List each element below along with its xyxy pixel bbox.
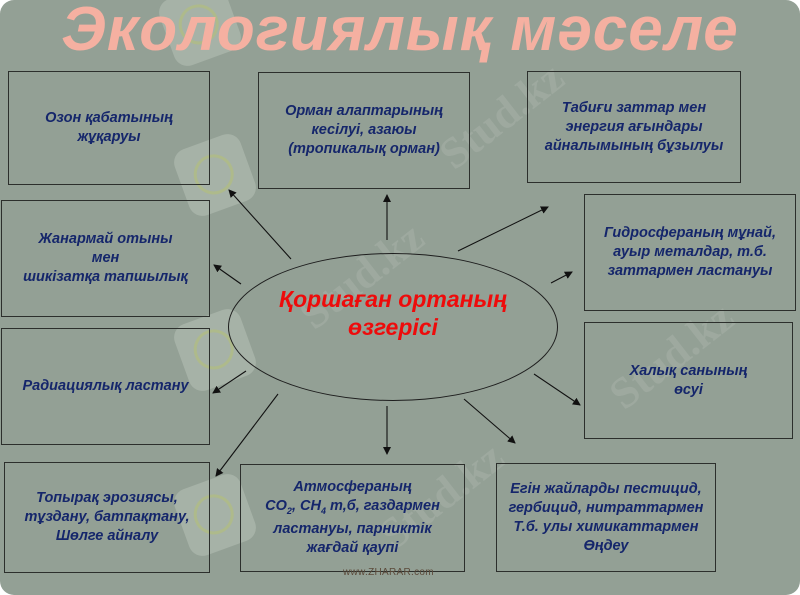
box-fuel: Жанармай отыны мен шикізатқа тапшылық bbox=[1, 200, 210, 317]
box-text-line: кесілуі, азаюы bbox=[311, 122, 417, 138]
center-label: Қоршаған ортаның өзгерісі bbox=[228, 285, 558, 341]
box-text-line-formula: CO2, CH4 т,б, газдармен bbox=[265, 497, 440, 516]
box-text-line: ауыр металдар, т.б. bbox=[613, 244, 767, 260]
box-text-line: энергия ағындары bbox=[565, 118, 703, 135]
box-text-line: Жанармай отыны bbox=[38, 231, 173, 247]
box-radiation: Радиациялық ластану bbox=[1, 328, 210, 445]
box-text-line: Гидросфераның мұнай, bbox=[604, 225, 776, 241]
box-text-line: (тропикалық орман) bbox=[288, 141, 440, 157]
box-ozone: Озон қабатының жұқаруы bbox=[8, 71, 210, 185]
box-text-line: шикізатқа тапшылық bbox=[23, 269, 188, 285]
slide-title: Экологиялық мәселе bbox=[61, 0, 739, 64]
box-text-line: ластануы, парниктік bbox=[273, 521, 432, 538]
box-forest: Орман алаптарының кесілуі, азаюы (тропик… bbox=[258, 72, 470, 189]
box-text-line: тұздану, батпақтану, bbox=[24, 509, 190, 525]
box-atmosphere: Атмосфераның CO2, CH4 т,б, газдармен лас… bbox=[240, 464, 465, 572]
center-ellipse bbox=[228, 253, 558, 401]
box-population: Халық санының өсуі bbox=[584, 322, 793, 439]
box-text-line: Радиациялық ластану bbox=[22, 378, 189, 394]
box-text-line: мен bbox=[91, 250, 120, 266]
box-text-line: Топырақ эрозиясы, bbox=[36, 490, 178, 506]
box-text-line: гербицид, нитраттармен bbox=[508, 499, 704, 516]
box-text-line: Т.б. улы химикаттармен bbox=[513, 518, 699, 535]
box-text-line: Табиғи заттар мен bbox=[561, 99, 707, 116]
box-text-line: Халық санының bbox=[629, 362, 748, 379]
box-agriculture: Егін жайларды пестицид, гербицид, нитрат… bbox=[496, 463, 716, 572]
box-text-line: Орман алаптарының bbox=[285, 103, 443, 119]
box-text-line: Атмосфераның bbox=[293, 478, 412, 495]
footer-url: www.ZHARAR.com bbox=[343, 567, 434, 578]
box-hydrosphere: Гидросфераның мұнай, ауыр металдар, т.б.… bbox=[584, 194, 796, 311]
box-text-line: жағдай қаупі bbox=[306, 540, 399, 557]
box-text-line: айналымының бұзылуы bbox=[544, 137, 724, 154]
box-text-line: Шөлге айналу bbox=[55, 528, 159, 544]
box-text-line: Озон қабатының bbox=[45, 110, 173, 126]
box-text-line: Өңдеу bbox=[583, 537, 629, 554]
box-text-line: жұқаруы bbox=[77, 129, 141, 145]
center-label-line2: өзгерісі bbox=[348, 314, 438, 340]
box-soil: Топырақ эрозиясы, тұздану, батпақтану, Ш… bbox=[4, 462, 210, 573]
box-text-line: өсуі bbox=[674, 381, 703, 398]
center-label-line1: Қоршаған ортаның bbox=[278, 286, 508, 312]
box-text-line: Егін жайларды пестицид, bbox=[510, 480, 702, 497]
box-natural-flows: Табиғи заттар мен энергия ағындары айнал… bbox=[527, 71, 741, 183]
box-text-line: заттармен ластануы bbox=[607, 263, 773, 279]
